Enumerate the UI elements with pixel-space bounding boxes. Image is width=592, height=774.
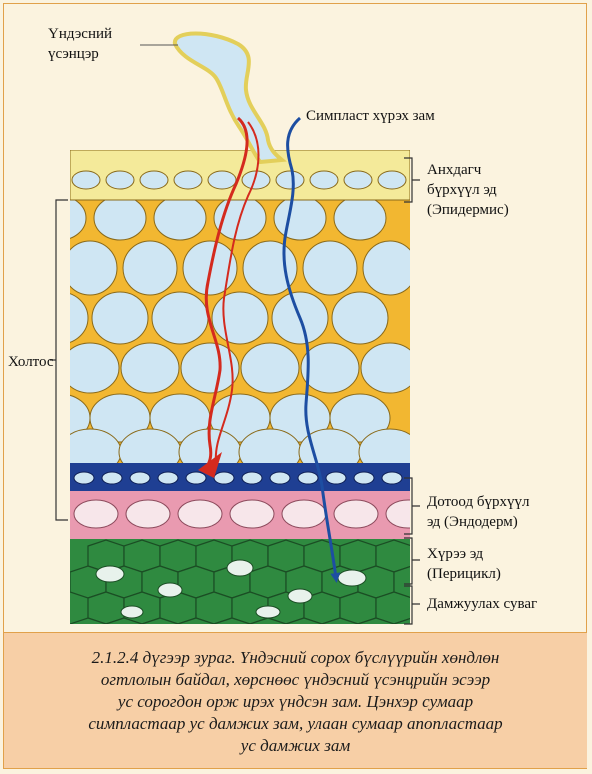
vessel-cell (288, 589, 312, 603)
root-hair-cell (175, 34, 282, 163)
endodermis-cell (130, 472, 150, 484)
cortex-cell (332, 292, 388, 344)
epidermis-cell (378, 171, 406, 189)
symplast-label: Симпласт хүрэх зам (306, 106, 435, 126)
endodermis-cell (382, 472, 402, 484)
endodermis-cell (158, 472, 178, 484)
endodermis-cell (242, 472, 262, 484)
cortex-cell (363, 241, 417, 295)
epidermis-cell (72, 171, 100, 189)
cortex-cell (301, 343, 359, 393)
figure-caption: 2.1.2.4 дүгээр зураг. Үндэсний сорох бүс… (4, 632, 587, 768)
endodermis-cell (214, 472, 234, 484)
endodermis-cell (298, 472, 318, 484)
cortex-cell (121, 343, 179, 393)
cortex-cell (152, 292, 208, 344)
endodermis-cell (326, 472, 346, 484)
pericycle-cell (74, 500, 118, 528)
epidermis-cell (310, 171, 338, 189)
endodermis-layer (70, 463, 410, 491)
cortex-cell (212, 292, 268, 344)
epidermis-cell (106, 171, 134, 189)
caption-line: 2.1.2.4 дүгээр зураг. Үндэсний сорох бүс… (20, 647, 571, 669)
cortex-cell (63, 241, 117, 295)
pericycle-cell (178, 500, 222, 528)
cortex-cell (154, 196, 206, 240)
caption-line: ус дамжих зам (20, 735, 571, 757)
epidermis-cell (208, 171, 236, 189)
cortex-cell (32, 292, 88, 344)
caption-line: огтлолын байдал, хөрснөөс үндэсний үсэнц… (20, 669, 571, 691)
cortex-cell (303, 241, 357, 295)
caption-line: ус сорогдон орж ирэх үндсэн зам. Цэнхэр … (20, 691, 571, 713)
pericycle-label: Хүрээ эд(Перицикл) (427, 544, 501, 584)
cortex-label: Холтос (8, 352, 54, 372)
endodermis-cell (74, 472, 94, 484)
endodermis-cell (102, 472, 122, 484)
tissue-block (30, 150, 448, 650)
cortex-cell (92, 292, 148, 344)
cortex-cell (334, 196, 386, 240)
cortex-cell (61, 343, 119, 393)
epidermis-cell (276, 171, 304, 189)
cortex-cell (34, 196, 86, 240)
vessel-cell (227, 560, 253, 576)
epidermis-cell (174, 171, 202, 189)
cortex-cell (94, 196, 146, 240)
epidermis-cell (344, 171, 372, 189)
caption-line: симпластаар ус дамжих зам, улаан сумаар … (20, 713, 571, 735)
pericycle-cell (386, 500, 430, 528)
cortex-cell (361, 343, 419, 393)
cortex-cell (274, 196, 326, 240)
cortex-cell (181, 343, 239, 393)
cortex-cell (241, 343, 299, 393)
pericycle-cell (230, 500, 274, 528)
vessel-cell (158, 583, 182, 597)
vessel-cell (121, 606, 143, 618)
epidermis-cell (140, 171, 168, 189)
vascular-label: Дамжуулах суваг (427, 594, 537, 614)
pericycle-cell (334, 500, 378, 528)
pericycle-cell (126, 500, 170, 528)
cortex-cell (123, 241, 177, 295)
vessel-cell (256, 606, 280, 618)
vessel-cell (338, 570, 366, 586)
endodermis-cell (270, 472, 290, 484)
pericycle-cell (282, 500, 326, 528)
endodermis-cell (186, 472, 206, 484)
endodermis-cell (354, 472, 374, 484)
vessel-cell (96, 566, 124, 582)
pericycle-layer (70, 491, 430, 539)
